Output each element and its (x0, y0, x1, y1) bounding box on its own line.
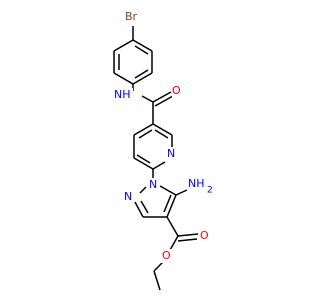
bond-pz-c3-n2-inner (140, 200, 149, 214)
bond-ester-o-single (169, 235, 179, 251)
pyridine-nitrogen-label: N (167, 147, 175, 160)
nh-label-bg (113, 88, 133, 102)
amide-nh-label: NH (114, 88, 131, 101)
pyrazole-n1-label: N (149, 178, 157, 191)
nh2-label-bg (187, 178, 214, 194)
bond-py-6-inner (138, 129, 153, 139)
amino-nh-label: NH (188, 177, 205, 190)
bond-ester-o-double (177, 233, 199, 237)
bond-py-1-inner (154, 129, 169, 139)
ester-carbonyl-oxygen-label: O (200, 229, 209, 242)
bond-aryl-6 (113, 39, 134, 52)
o1-label-bg (172, 84, 182, 98)
bond-pz-c5-c4-inner (163, 194, 172, 213)
bond-aryl-3 (132, 72, 153, 85)
amino-subscript-label: 2 (207, 186, 213, 196)
bond-c5-nh2 (175, 189, 188, 196)
ester-oxygen-label: O (162, 249, 171, 262)
bond-aryl-1 (132, 39, 153, 52)
bond-aryl-3-inner (134, 69, 149, 79)
carbonyl-oxygen-label: O (172, 84, 181, 97)
o3-label-bg (161, 249, 173, 263)
molecule-canvas: Br NH O N N N NH 2 O O (113, 10, 214, 291)
bond-py-4 (133, 157, 154, 170)
o2-label-bg (199, 229, 211, 243)
bond-pz-n1-c5 (159, 185, 177, 196)
pyrazole-n2-label: N (124, 190, 132, 203)
bond-ester-o-double-inner (177, 238, 198, 242)
bond-c4-ester (166, 216, 179, 237)
n2-label-bg (122, 190, 134, 204)
bond-py-4-inner (136, 154, 151, 164)
br-label-bg (126, 10, 140, 24)
bromine-label: Br (125, 10, 138, 23)
bond-py-3 (152, 161, 166, 170)
bond-carbonyl-o-double (154, 95, 174, 107)
bond-nh-carbonyl (141, 95, 154, 103)
n1-label-bg (147, 178, 159, 192)
bond-py-1 (152, 123, 173, 136)
pyridine-n-label-bg (165, 147, 175, 161)
bond-ch2-ch3 (153, 270, 161, 291)
structure-diagram: Br NH O N N N NH 2 O O (113, 10, 214, 291)
bond-pz-c5-c4 (166, 194, 177, 218)
bond-carbonyl-o (152, 91, 172, 103)
bond-pz-c3-n2 (134, 201, 144, 218)
bond-py-6 (133, 123, 154, 136)
bond-aryl-4 (113, 72, 134, 85)
bond-pz-n2-n1 (139, 186, 147, 194)
bond-aryl-1-inner (134, 45, 149, 55)
